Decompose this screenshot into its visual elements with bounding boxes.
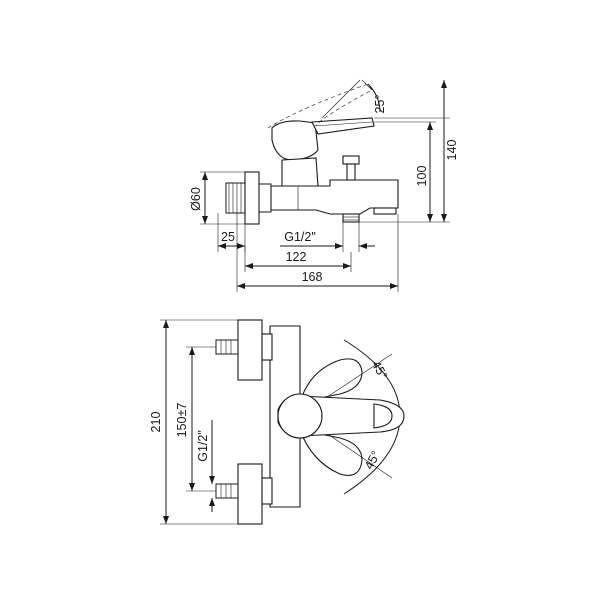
diverter-knob [342, 155, 360, 181]
lever-raised-position [267, 83, 373, 129]
cartridge-cap [271, 120, 319, 161]
lower-flange [237, 463, 263, 525]
dim-210-label: 210 [149, 412, 163, 433]
wall-flange [244, 171, 260, 225]
side-view: 25° 140 100 Ø60 [189, 79, 459, 292]
handle-lever [311, 117, 375, 135]
dim-150: 150±7 [175, 346, 216, 492]
dim-diameter: Ø60 [189, 171, 252, 225]
dim-25-label: 25 [221, 230, 235, 244]
lower-thread [215, 483, 239, 499]
dim-168-label: 168 [302, 270, 323, 284]
dim-diameter-label: Ø60 [189, 187, 203, 211]
dim-122-label: 122 [286, 250, 307, 264]
top-lever-tip [373, 403, 393, 429]
dim-thread: G1/2" [280, 222, 375, 252]
mixer-body [270, 179, 399, 215]
cartridge-neck [281, 157, 319, 187]
dim-thread-top: G1/2" [196, 420, 215, 512]
lever-right-position [299, 429, 363, 476]
top-view: 210 150±7 G1/2" 45° 45° [149, 319, 405, 525]
threaded-connector [225, 182, 272, 214]
dim-100-label: 100 [415, 166, 429, 187]
upper-flange [237, 319, 263, 381]
dim-150-label: 150±7 [175, 403, 189, 438]
lever-left-position [299, 358, 363, 403]
dim-140: 140 [350, 80, 459, 223]
upper-thread [215, 339, 239, 355]
dim-angle-upper: 45° [369, 358, 390, 381]
dim-angle-lower: 45° [362, 448, 383, 471]
dim-thread-label: G1/2" [284, 230, 316, 244]
upper-nut [261, 333, 273, 361]
angle-arc [367, 83, 381, 113]
dim-angle-25: 25° [373, 95, 387, 114]
top-cartridge [277, 393, 323, 439]
dim-210: 210 [149, 319, 240, 525]
lower-nut [261, 477, 273, 505]
dim-122: 122 [244, 246, 352, 272]
dim-100: 100 [374, 121, 436, 222]
dim-140-label: 140 [445, 140, 459, 161]
dim-thread-top-label: G1/2" [196, 430, 210, 462]
dim-168: 168 [236, 213, 399, 292]
dim-25: 25 [217, 213, 246, 252]
